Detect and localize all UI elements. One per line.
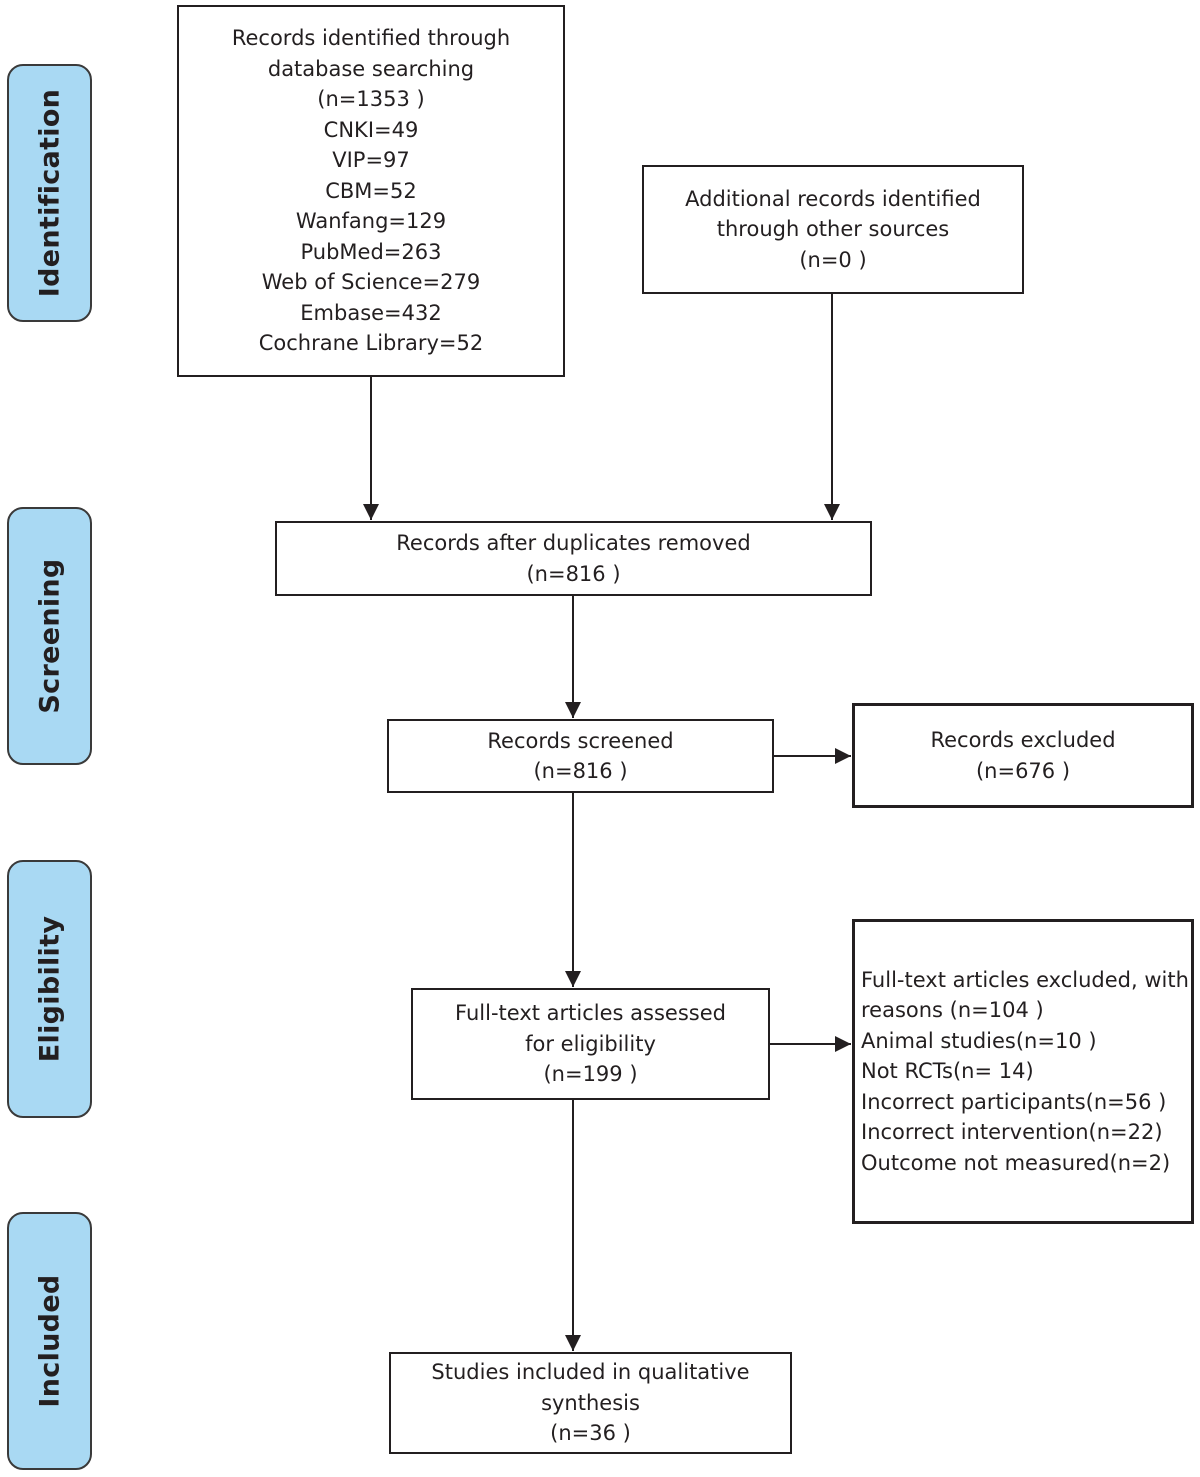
box-database-search: Records identified through database sear… (177, 5, 565, 377)
box-line: Full-text articles excluded, with (861, 967, 1189, 992)
box-line: Incorrect participants(n=56 ) (861, 1089, 1167, 1114)
box-records-excluded: Records excluded (n=676 ) (852, 703, 1194, 808)
box-line: CNKI=49 (323, 117, 419, 142)
box-fulltext-excluded: Full-text articles excluded, with reason… (852, 919, 1194, 1224)
box-line: reasons (n=104 ) (861, 998, 1044, 1023)
box-records-screened: Records screened (n=816 ) (387, 719, 774, 793)
box-other-sources: Additional records identified through ot… (642, 165, 1024, 294)
box-line: (n=676 ) (975, 758, 1071, 783)
box-line: Records after duplicates removed (396, 531, 751, 555)
phase-screening: Screening (7, 507, 92, 765)
box-line: Records screened (487, 728, 674, 753)
box-line: Records excluded (930, 728, 1116, 752)
box-line: Incorrect intervention(n=22) (861, 1120, 1163, 1145)
phase-identification: Identification (7, 64, 92, 322)
box-line: Not RCTs(n= 14) (861, 1059, 1034, 1084)
box-included-studies: Studies included in qualitative synthesi… (389, 1352, 792, 1454)
box-line: synthesis (541, 1390, 640, 1415)
box-line: PubMed=263 (300, 239, 442, 264)
box-duplicates-removed: Records after duplicates removed (n=816 … (275, 521, 872, 596)
box-line: Web of Science=279 (261, 270, 481, 295)
box-fulltext-assessed: Full-text articles assessed for eligibil… (411, 988, 770, 1100)
box-line: VIP=97 (332, 148, 410, 173)
box-line: Animal studies(n=10 ) (861, 1028, 1097, 1053)
box-line: (n=0 ) (799, 247, 867, 272)
box-line: through other sources (716, 217, 950, 242)
box-line: CBM=52 (325, 178, 417, 203)
box-line: for eligibility (525, 1031, 656, 1056)
box-line: (n=1353 ) (317, 87, 425, 112)
box-line: Cochrane Library=52 (258, 331, 484, 356)
box-line: (n=199 ) (543, 1062, 638, 1087)
box-line: (n=816 ) (533, 759, 628, 783)
box-line: Full-text articles assessed (455, 1001, 726, 1026)
phase-included: Included (7, 1212, 92, 1470)
box-line: Embase=432 (300, 300, 442, 325)
box-line: Wanfang=129 (295, 209, 447, 234)
box-line: (n=36 ) (550, 1421, 631, 1446)
box-line: Outcome not measured(n=2) (861, 1150, 1171, 1175)
box-line: (n=816 ) (526, 561, 621, 586)
box-line: Records identified through (231, 26, 511, 51)
box-line: Studies included in qualitative (431, 1360, 750, 1385)
phase-eligibility: Eligibility (7, 860, 92, 1118)
box-line: Additional records identified (685, 186, 981, 211)
box-line: database searching (267, 56, 475, 81)
